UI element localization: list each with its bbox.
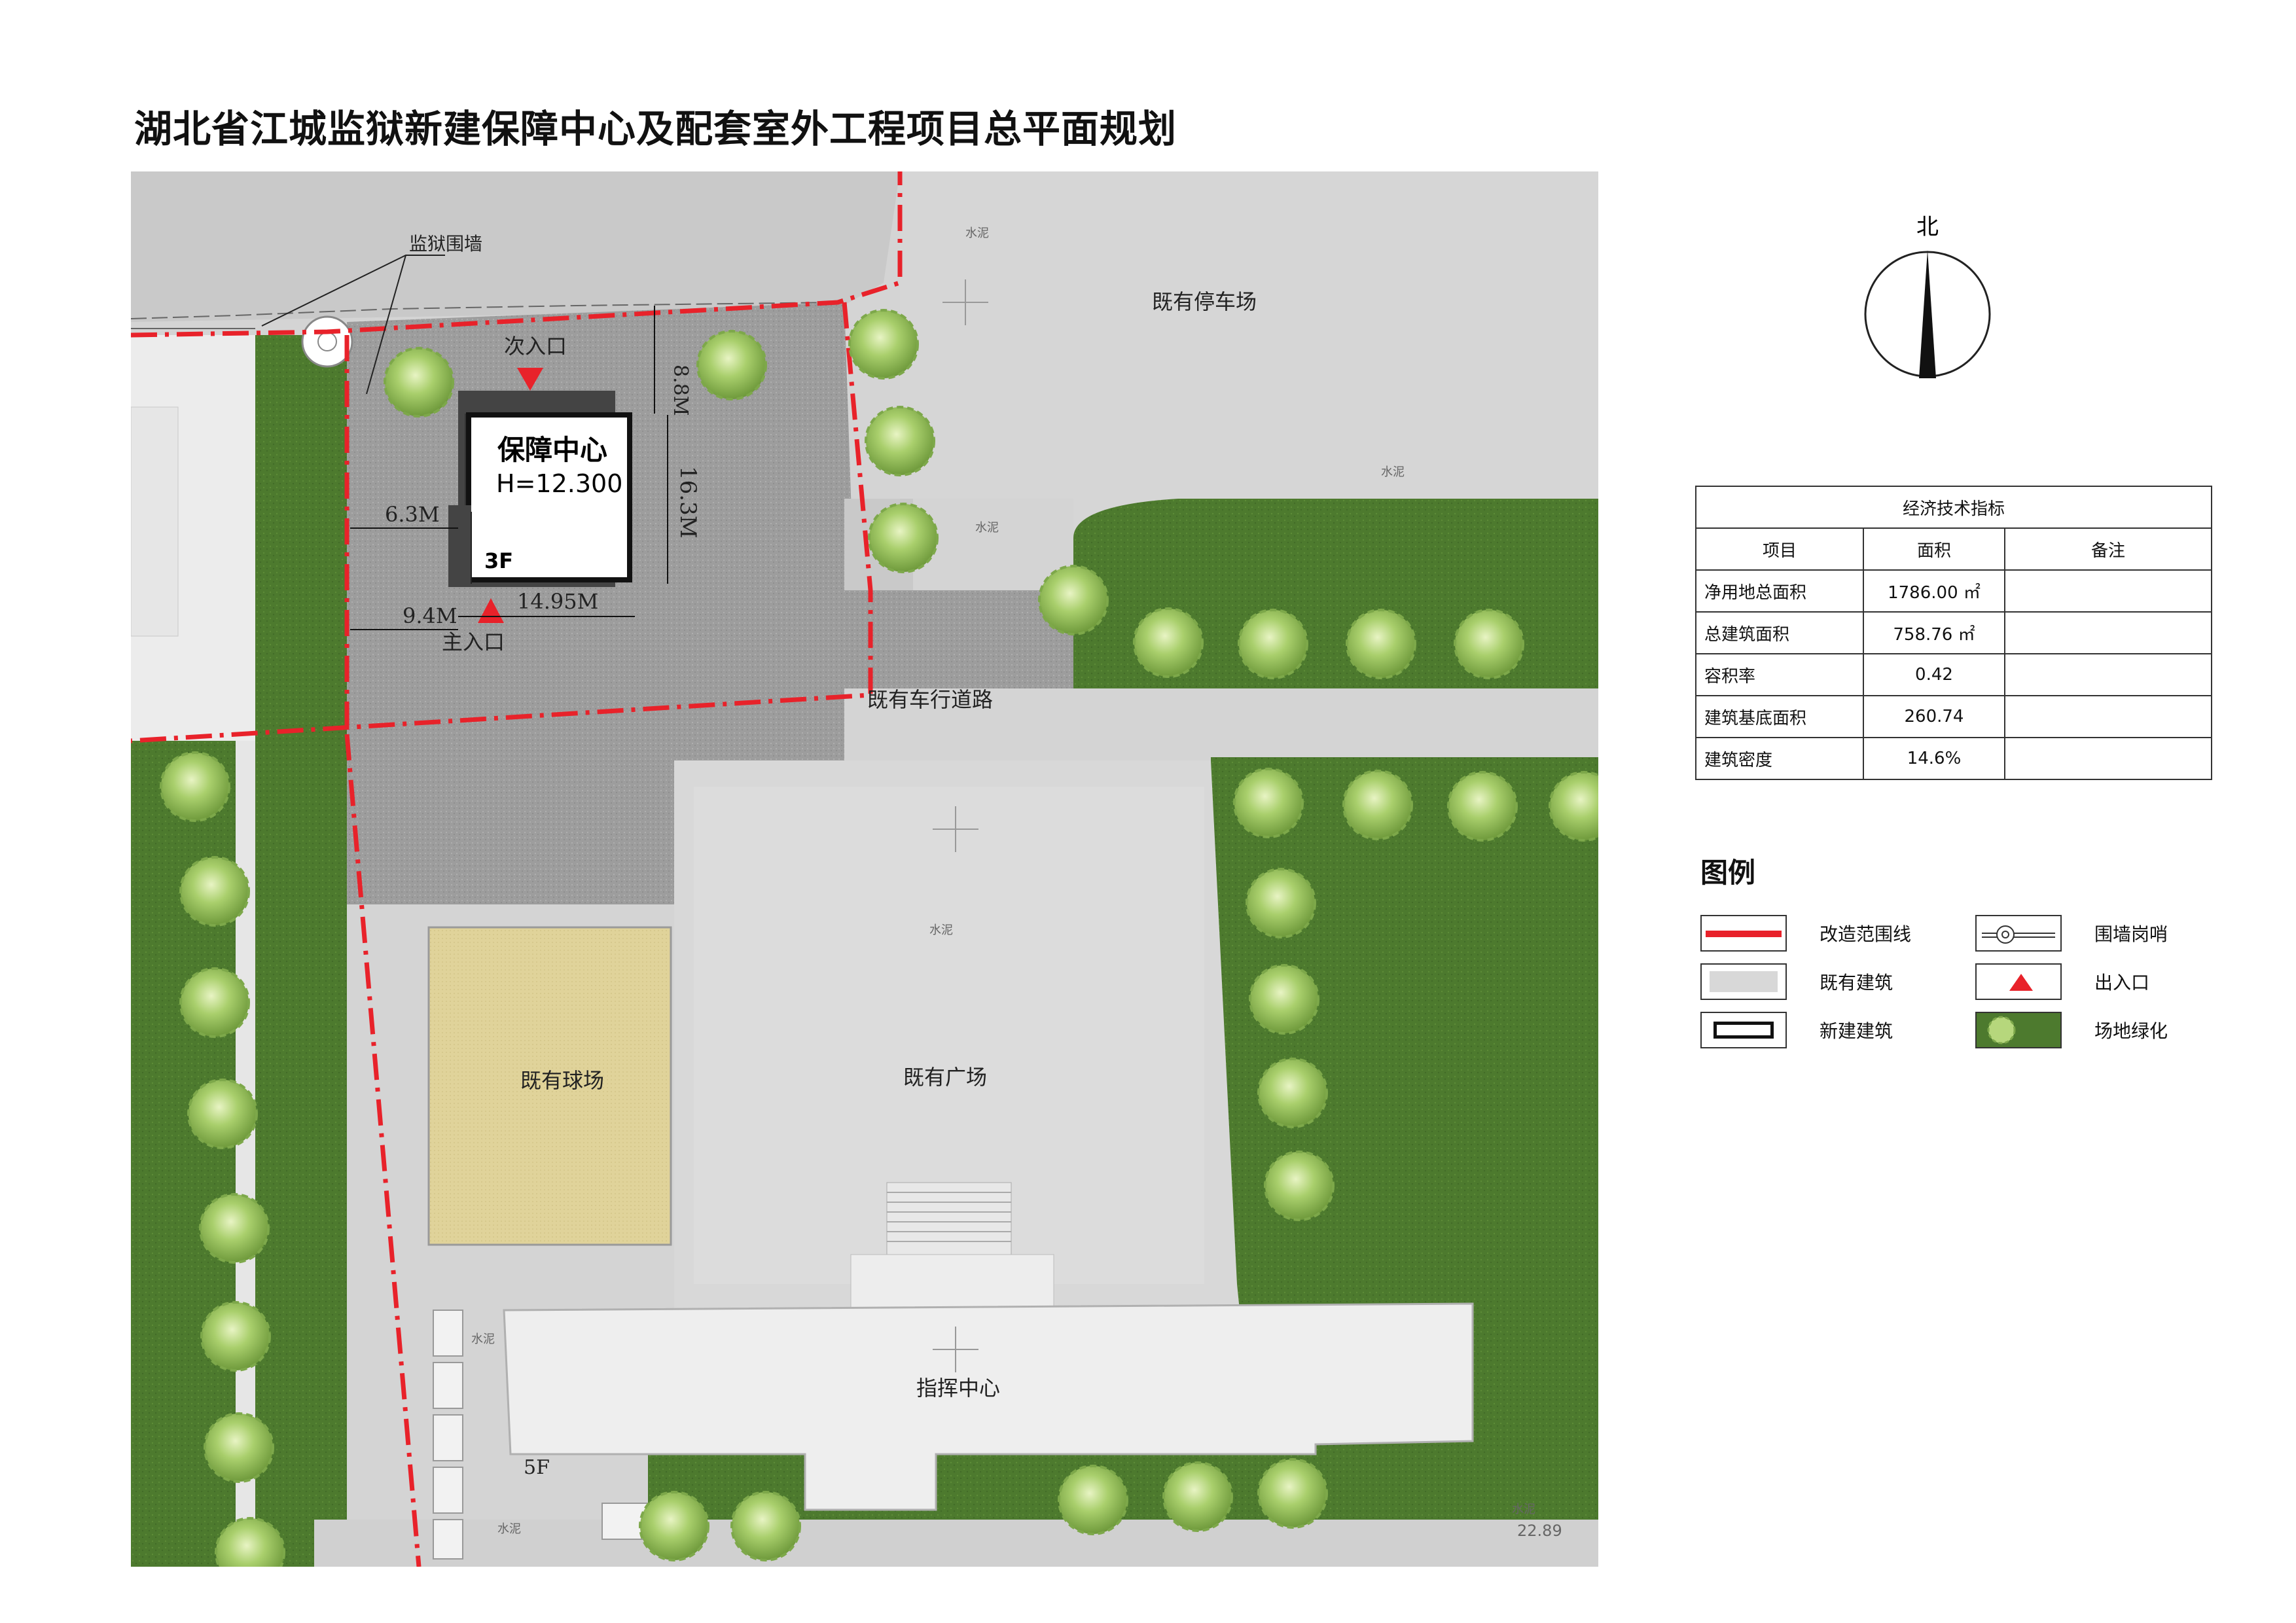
command-center-label: 指挥中心 (916, 1376, 1000, 1400)
site-plan: 监狱围墙 保障中心 H=12.300 3F 次入口 主入口 8.8M 16.3M… (131, 171, 1598, 1567)
entrance-triangle-icon (1975, 963, 2062, 1000)
existing-road-label: 既有车行道路 (867, 687, 993, 712)
row-value: 14.6% (1863, 737, 2005, 780)
existing-court-label: 既有球场 (520, 1068, 604, 1093)
legend-item-greening: 场地绿化 (1975, 1012, 2168, 1048)
secondary-entrance-triangle (517, 368, 543, 391)
legend-item-entrance: 出入口 (1975, 963, 2149, 1000)
row-value: 0.42 (1863, 653, 2005, 696)
cement-label-2: 水泥 (975, 521, 999, 535)
row-note (2004, 653, 2212, 696)
legend-label: 围墙岗哨 (2094, 923, 2168, 945)
cement-label-3: 水泥 (1381, 465, 1405, 479)
legend-item-existing-building: 既有建筑 (1700, 963, 1893, 1000)
new-building-icon (1700, 1012, 1787, 1048)
dim-left: 6.3M (385, 502, 440, 527)
table-row: 建筑密度 14.6% (1695, 737, 2212, 780)
main-entrance-label: 主入口 (442, 630, 505, 654)
economic-indicators-table: 经济技术指标 项目 面积 备注 净用地总面积 1786.00 ㎡ 总建筑面积 7… (1695, 486, 2212, 780)
cement-label-5: 水泥 (471, 1332, 495, 1346)
existing-building-icon (1700, 963, 1787, 1000)
secondary-entrance-label: 次入口 (504, 334, 567, 359)
elevation-label: 22.89 (1517, 1522, 1562, 1540)
dim-bottom-left: 9.4M (403, 603, 457, 628)
prison-wall-label: 监狱围墙 (409, 233, 482, 255)
dim-top: 8.8M (669, 365, 692, 416)
legend-item-guard-post: 围墙岗哨 (1975, 915, 2168, 952)
dim-depth: 16.3M (675, 466, 701, 539)
existing-plaza-label: 既有广场 (903, 1065, 987, 1090)
cement-label-6: 水泥 (497, 1522, 521, 1536)
row-item: 建筑密度 (1695, 737, 1864, 780)
building-height: H=12.300 (496, 469, 622, 498)
building-name: 保障中心 (497, 434, 607, 466)
row-item: 总建筑面积 (1695, 611, 1864, 654)
table-row: 总建筑面积 758.76 ㎡ (1695, 611, 2212, 654)
row-item: 净用地总面积 (1695, 569, 1864, 613)
guard-post-icon (1975, 915, 2062, 952)
command-center-floors: 5F (524, 1456, 550, 1479)
page-title: 湖北省江城监狱新建保障中心及配套室外工程项目总平面规划 (134, 107, 1177, 151)
legend-label: 出入口 (2094, 972, 2150, 993)
row-value: 1786.00 ㎡ (1863, 569, 2005, 613)
row-item: 建筑基底面积 (1695, 695, 1864, 738)
row-note (2004, 695, 2212, 738)
row-item: 容积率 (1695, 653, 1864, 696)
row-value: 260.74 (1863, 695, 2005, 738)
header-note: 备注 (2004, 527, 2212, 571)
header-area: 面积 (1863, 527, 2005, 571)
site-greening-icon (1975, 1012, 2062, 1048)
cement-label-7: 水泥 (1512, 1503, 1535, 1516)
table-caption-row: 经济技术指标 (1695, 486, 2212, 529)
table-row: 净用地总面积 1786.00 ㎡ (1695, 569, 2212, 613)
new-building-security-center: 保障中心 H=12.300 3F (448, 391, 632, 587)
north-compass: 北 (1859, 209, 1996, 386)
legend-label: 既有建筑 (1820, 972, 1893, 993)
row-note (2004, 569, 2212, 613)
row-note (2004, 737, 2212, 780)
table-row: 建筑基底面积 260.74 (1695, 695, 2212, 738)
red-boundary-line-icon (1700, 915, 1787, 952)
row-note (2004, 611, 2212, 654)
legend-label: 新建建筑 (1820, 1020, 1893, 1042)
header-item: 项目 (1695, 527, 1864, 571)
building-floors: 3F (484, 548, 513, 573)
legend-item-boundary: 改造范围线 (1700, 915, 1911, 952)
existing-parking-label: 既有停车场 (1152, 289, 1257, 314)
table-header-row: 项目 面积 备注 (1695, 527, 2212, 571)
legend-label: 场地绿化 (2094, 1020, 2168, 1042)
north-arrow-icon (1919, 250, 1936, 378)
cement-label-1: 水泥 (965, 226, 989, 240)
legend-item-new-building: 新建建筑 (1700, 1012, 1893, 1048)
north-label: 北 (1916, 214, 1939, 240)
cement-label-4: 水泥 (929, 923, 953, 937)
row-value: 758.76 ㎡ (1863, 611, 2005, 654)
legend-label: 改造范围线 (1820, 923, 1912, 945)
dim-width: 14.95M (517, 589, 598, 614)
table-row: 容积率 0.42 (1695, 653, 2212, 696)
legend-title: 图例 (1700, 857, 1756, 889)
table-caption: 经济技术指标 (1695, 486, 2212, 529)
